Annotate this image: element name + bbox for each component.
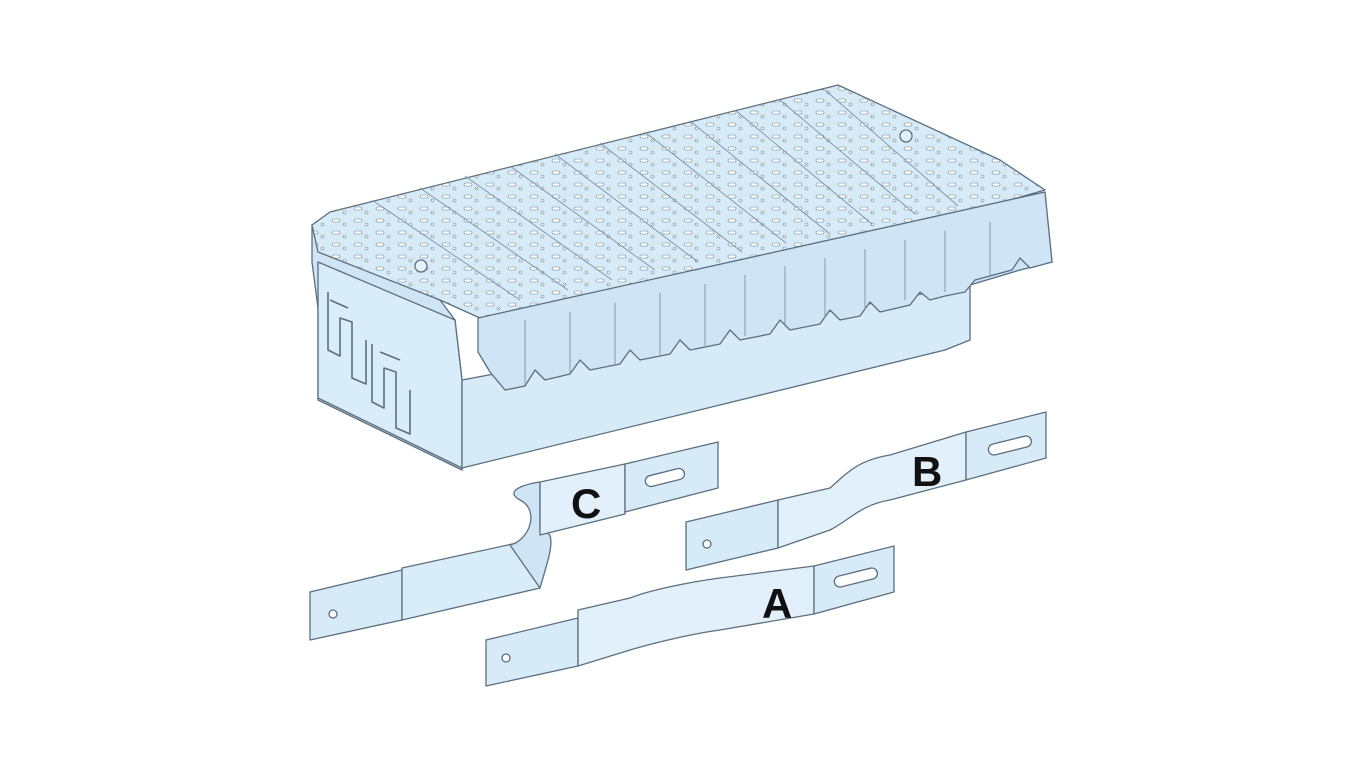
side-clips [327, 292, 411, 435]
connection-block [311, 84, 1053, 471]
busbar-a: A [485, 545, 895, 687]
cover-screw-left [414, 259, 428, 273]
comb-grooves [524, 222, 991, 385]
busbar-a-slot [833, 567, 879, 588]
busbar-c: C [309, 441, 719, 641]
busbar-a-left-flat [485, 617, 579, 687]
busbar-b-slot [987, 435, 1033, 456]
busbar-c-lower-flat [309, 569, 403, 641]
cover-screw-right [899, 129, 913, 143]
busbar-b-left-flat [685, 499, 779, 571]
busbar-c-slot [644, 467, 686, 488]
busbar-c-upper-sleeve [539, 463, 626, 536]
busbar-c-hole [328, 609, 338, 619]
busbar-b-label: B [912, 448, 942, 495]
cover-panel-lines [371, 89, 959, 301]
busbar-c-label: C [571, 480, 601, 527]
busbar-c-bend [509, 481, 552, 589]
busbar-a-hole [501, 653, 511, 663]
busbar-a-label: A [762, 580, 792, 627]
block-front-comb [477, 191, 1053, 391]
busbar-b: B [685, 411, 1047, 571]
busbar-b-hole [702, 539, 712, 549]
